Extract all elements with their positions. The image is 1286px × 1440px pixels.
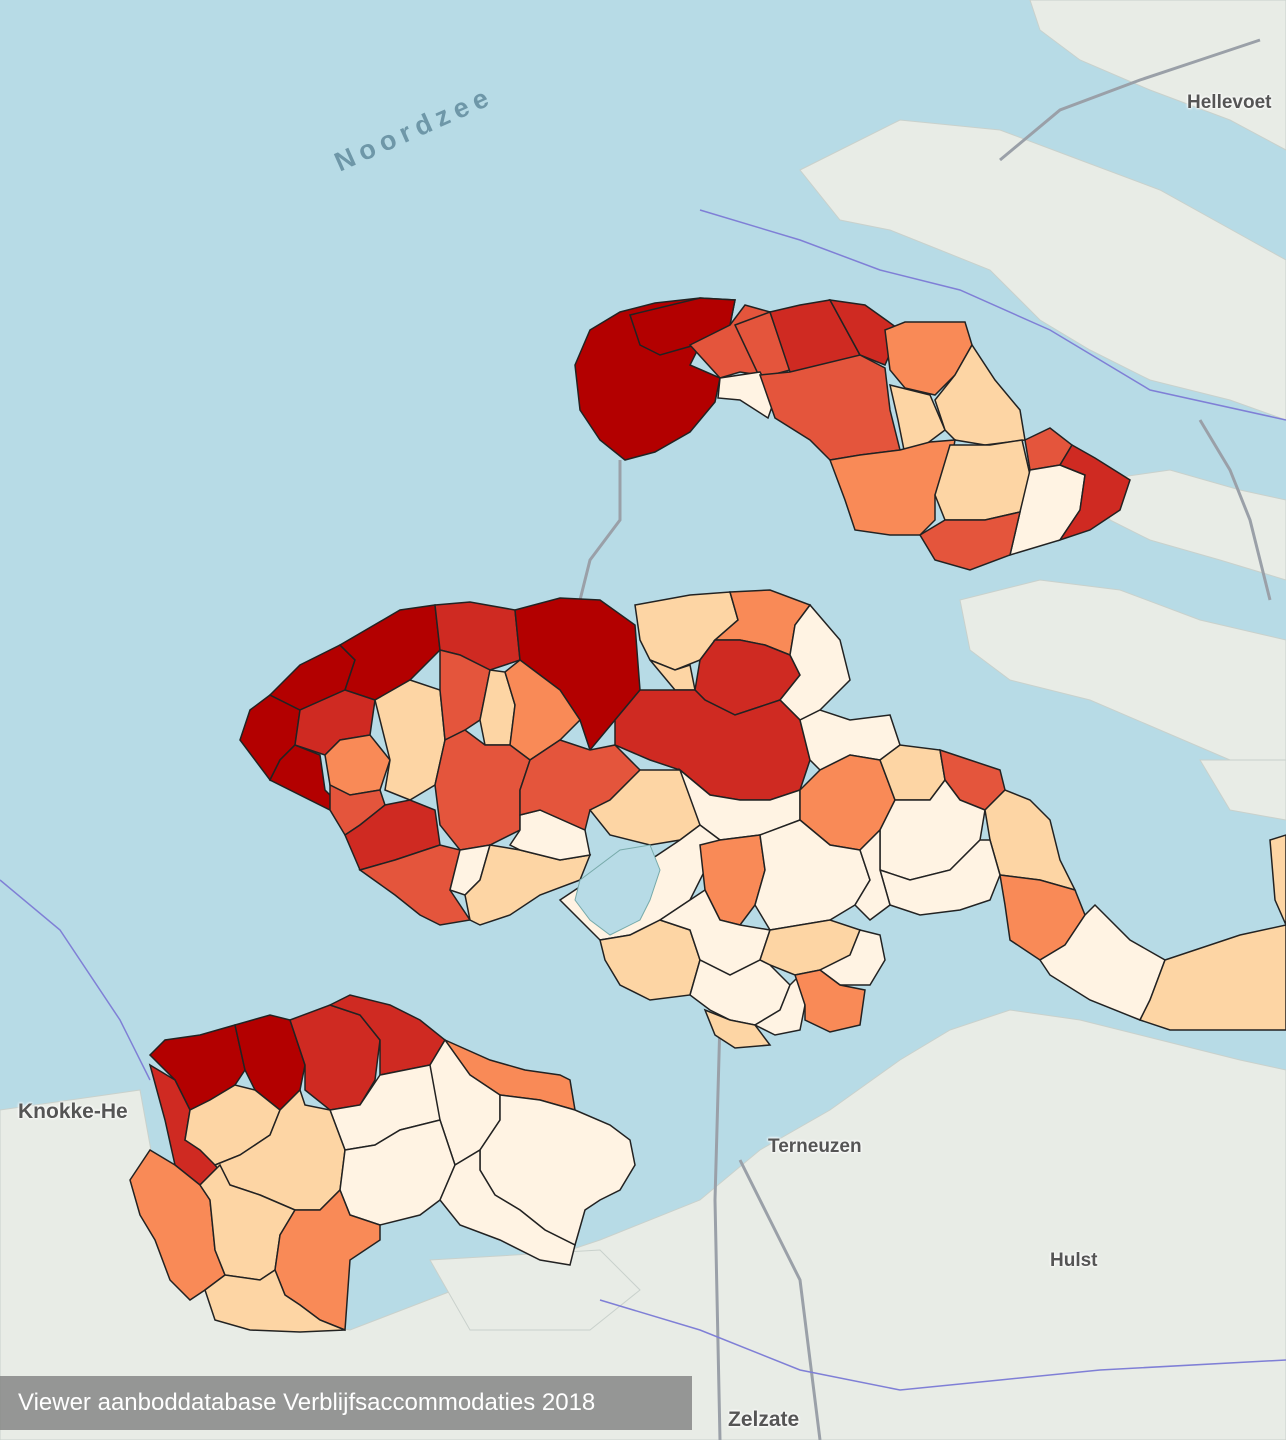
region-schouwen-duiveland bbox=[574, 297, 1131, 571]
region[interactable] bbox=[934, 343, 1026, 446]
basemap-roads bbox=[578, 38, 1272, 1440]
region-zeeuws-vlaanderen-west bbox=[129, 994, 636, 1333]
region[interactable] bbox=[818, 929, 886, 986]
region[interactable] bbox=[918, 511, 1022, 571]
region[interactable] bbox=[778, 603, 851, 721]
region[interactable] bbox=[1058, 443, 1131, 542]
place-label-hulst: Hulst bbox=[1050, 1250, 1098, 1271]
region[interactable] bbox=[439, 649, 491, 742]
region[interactable] bbox=[854, 828, 891, 921]
region[interactable] bbox=[703, 1008, 772, 1049]
place-label-terneuzen: Terneuzen bbox=[768, 1136, 862, 1157]
region[interactable] bbox=[717, 371, 776, 420]
viewer-caption: Viewer aanboddatabase Verblijfsaccommoda… bbox=[0, 1376, 692, 1430]
basemap-borders bbox=[0, 209, 1286, 1391]
region[interactable] bbox=[204, 1268, 346, 1333]
region[interactable] bbox=[439, 1148, 576, 1266]
region[interactable] bbox=[794, 969, 866, 1033]
region[interactable] bbox=[878, 839, 1001, 916]
region[interactable] bbox=[934, 439, 1031, 521]
region[interactable] bbox=[1269, 834, 1286, 926]
place-label-zelzate: Zelzate bbox=[728, 1408, 800, 1431]
place-label-knokke: Knokke-He bbox=[18, 1100, 128, 1123]
region[interactable] bbox=[464, 844, 592, 926]
region[interactable] bbox=[1138, 924, 1286, 1031]
region[interactable] bbox=[358, 844, 472, 926]
region[interactable] bbox=[754, 819, 871, 931]
place-label-hellevoetsluis: Hellevoet bbox=[1187, 92, 1272, 113]
region[interactable] bbox=[649, 659, 696, 691]
harbour-water bbox=[574, 844, 661, 936]
